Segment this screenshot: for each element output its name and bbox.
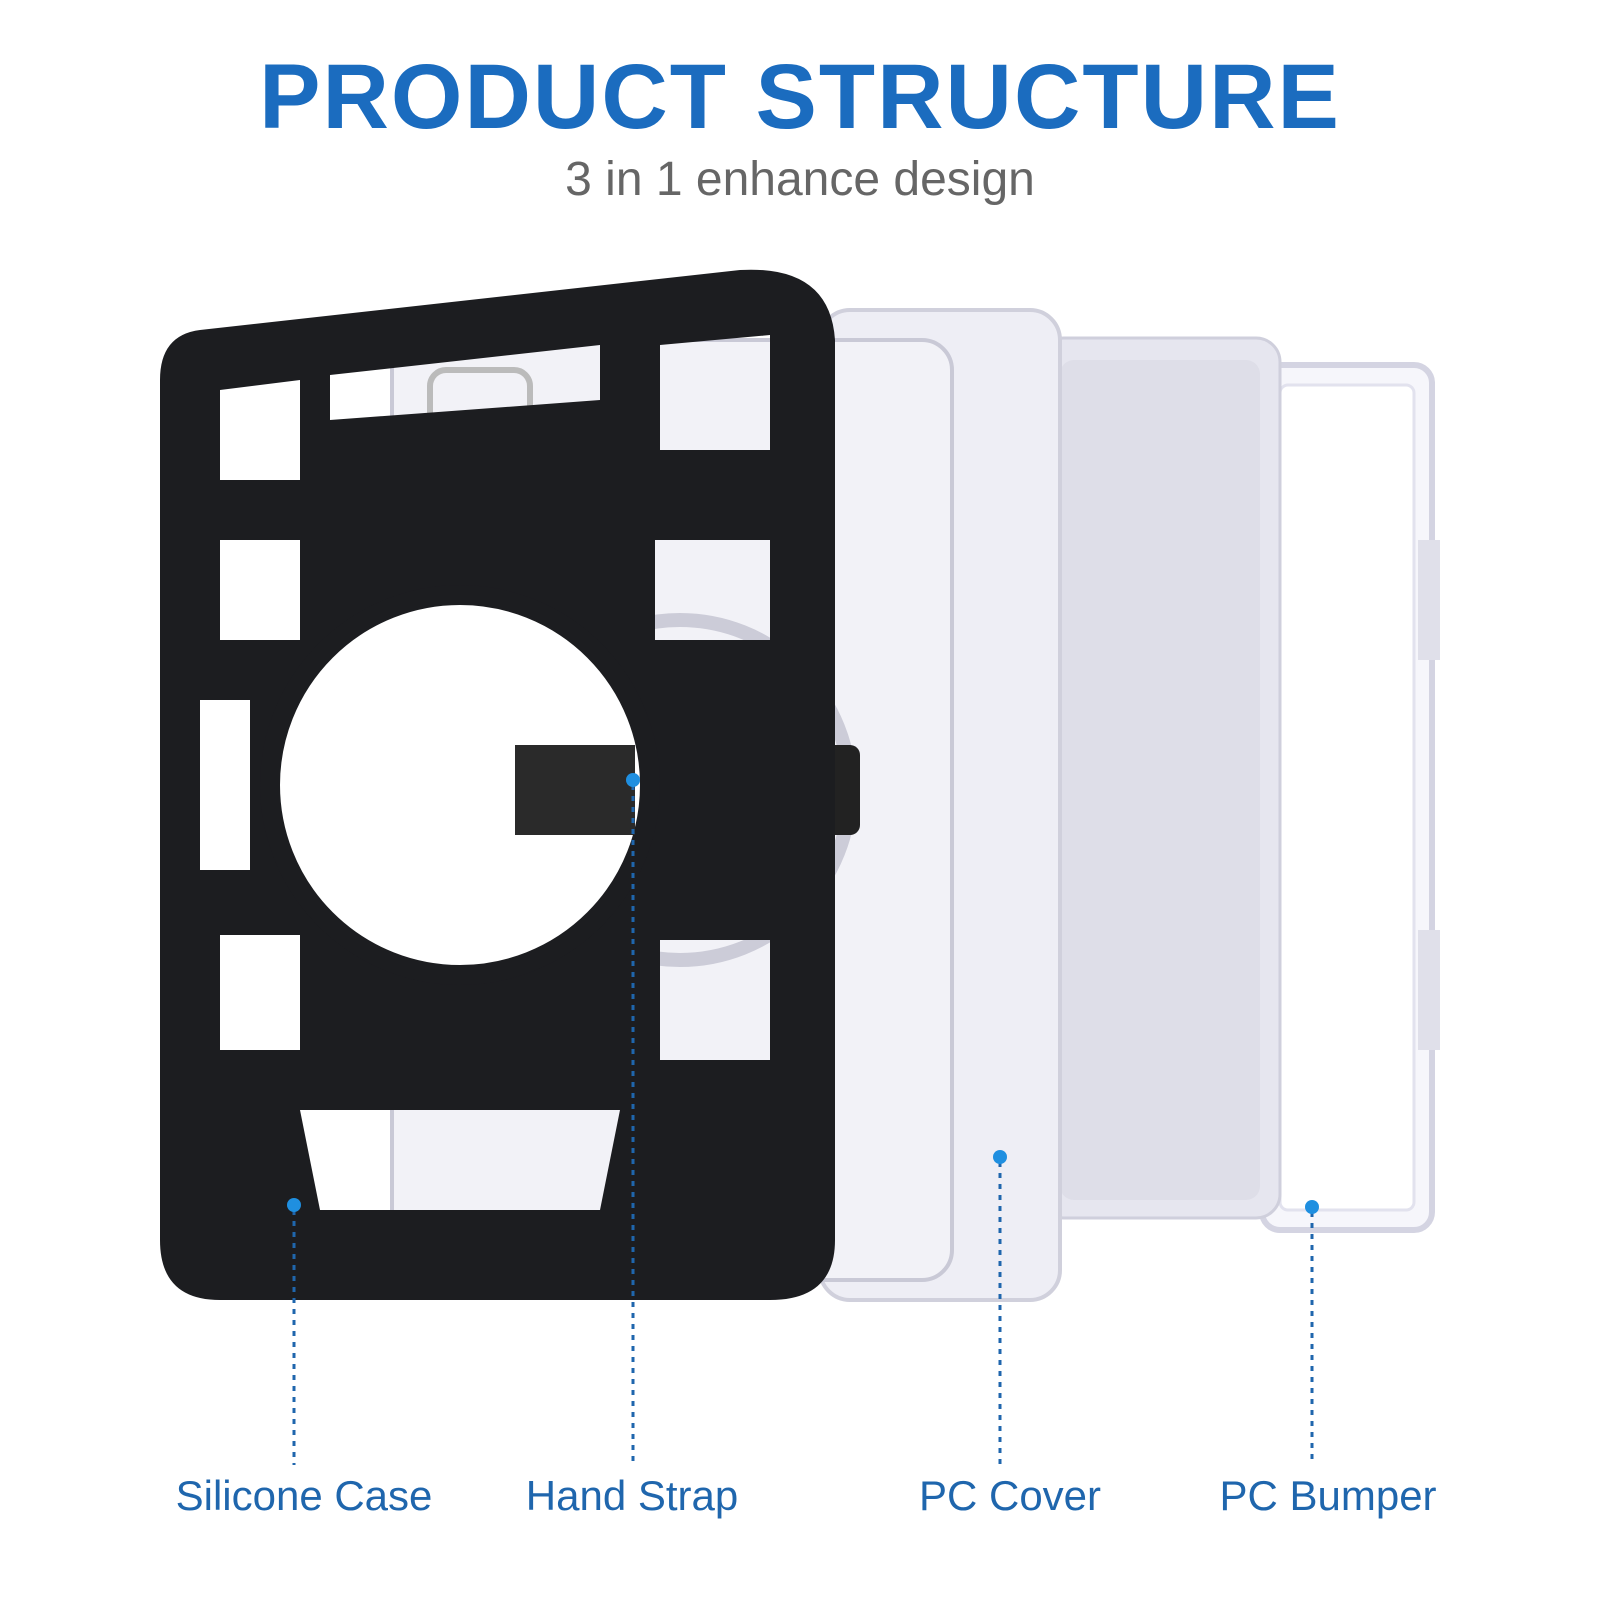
callout-pc-cover <box>993 1150 1007 1465</box>
callout-hand-strap <box>626 773 640 1465</box>
callout-silicone-case <box>287 1198 301 1465</box>
pc-cover-illustration <box>1038 336 1282 1220</box>
callout-pc-bumper <box>1305 1200 1319 1465</box>
page-subtitle: 3 in 1 enhance design <box>565 153 1035 206</box>
pc-bumper-illustration <box>1259 362 1440 1233</box>
label-hand-strap: Hand Strap <box>525 1472 739 1519</box>
label-pc-bumper: PC Bumper <box>1219 1472 1437 1519</box>
label-pc-cover: PC Cover <box>918 1472 1102 1519</box>
silicone-case-illustration <box>160 269 835 1300</box>
label-silicone-case: Silicone Case <box>175 1472 433 1519</box>
page-title: PRODUCT STRUCTURE <box>259 46 1341 148</box>
